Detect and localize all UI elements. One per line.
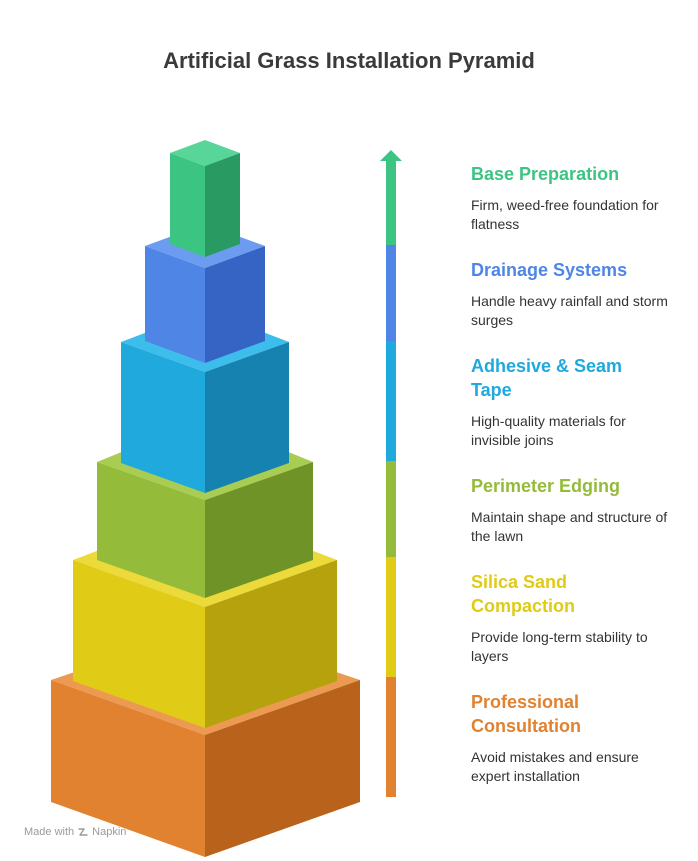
arrow-segment-perimeter-edging bbox=[386, 461, 396, 557]
tier-right-face bbox=[205, 462, 313, 598]
level-label-perimeter-edging: Perimeter Edging Maintain shape and stru… bbox=[471, 474, 671, 546]
level-description: Maintain shape and structure of the lawn bbox=[471, 509, 668, 544]
napkin-logo-icon bbox=[78, 828, 88, 836]
arrow-segment-drainage-systems bbox=[386, 245, 396, 341]
level-description: Provide long-term stability to layers bbox=[471, 629, 648, 664]
tier-right-face bbox=[205, 342, 289, 493]
level-description: Handle heavy rainfall and storm surges bbox=[471, 293, 668, 328]
tier-right-face bbox=[205, 560, 337, 728]
level-description: Avoid mistakes and ensure expert install… bbox=[471, 749, 639, 784]
tier-left-face bbox=[51, 680, 205, 857]
level-description: High-quality materials for invisible joi… bbox=[471, 413, 626, 448]
tier-right-face bbox=[205, 153, 240, 257]
pyramid-tier-base-preparation bbox=[170, 140, 240, 257]
arrow-segment-professional-consultation bbox=[386, 677, 396, 797]
tier-right-face bbox=[205, 680, 360, 857]
tier-left-face bbox=[97, 462, 205, 598]
level-description: Firm, weed-free foundation for flatness bbox=[471, 197, 659, 232]
level-title: Professional Consultation bbox=[471, 692, 581, 736]
level-title: Adhesive & Seam Tape bbox=[471, 356, 623, 400]
napkin-brand-text: Napkin bbox=[92, 826, 127, 838]
pyramid-tier-silica-sand-compaction bbox=[73, 510, 337, 728]
level-label-drainage-systems: Drainage Systems Handle heavy rainfall a… bbox=[471, 258, 671, 330]
level-label-adhesive-seam-tape: Adhesive & Seam Tape High-quality materi… bbox=[471, 354, 641, 450]
arrow-segment-silica-sand-compaction bbox=[386, 557, 396, 677]
made-with-text: Made with bbox=[24, 826, 75, 838]
level-label-base-preparation: Base Preparation Firm, weed-free foundat… bbox=[471, 162, 671, 234]
tier-right-face bbox=[205, 246, 265, 363]
level-title: Base Preparation bbox=[471, 164, 620, 184]
footer-watermark: Made with Napkin bbox=[24, 826, 126, 838]
arrow-segment-base-preparation bbox=[386, 161, 396, 245]
arrow-head-icon bbox=[380, 150, 402, 161]
tier-left-face bbox=[121, 342, 205, 493]
level-label-silica-sand-compaction: Silica Sand Compaction Provide long-term… bbox=[471, 570, 648, 666]
level-title: Perimeter Edging bbox=[471, 476, 621, 496]
level-title: Silica Sand Compaction bbox=[471, 572, 576, 616]
page-title: Artificial Grass Installation Pyramid bbox=[163, 48, 535, 73]
tier-left-face bbox=[73, 560, 205, 728]
level-title: Drainage Systems bbox=[471, 260, 628, 280]
tier-left-face bbox=[145, 246, 205, 363]
progress-arrow bbox=[380, 150, 402, 797]
arrow-segment-adhesive-seam-tape bbox=[386, 341, 396, 461]
level-label-professional-consultation: Professional Consultation Avoid mistakes… bbox=[471, 690, 639, 786]
tier-left-face bbox=[170, 153, 205, 257]
